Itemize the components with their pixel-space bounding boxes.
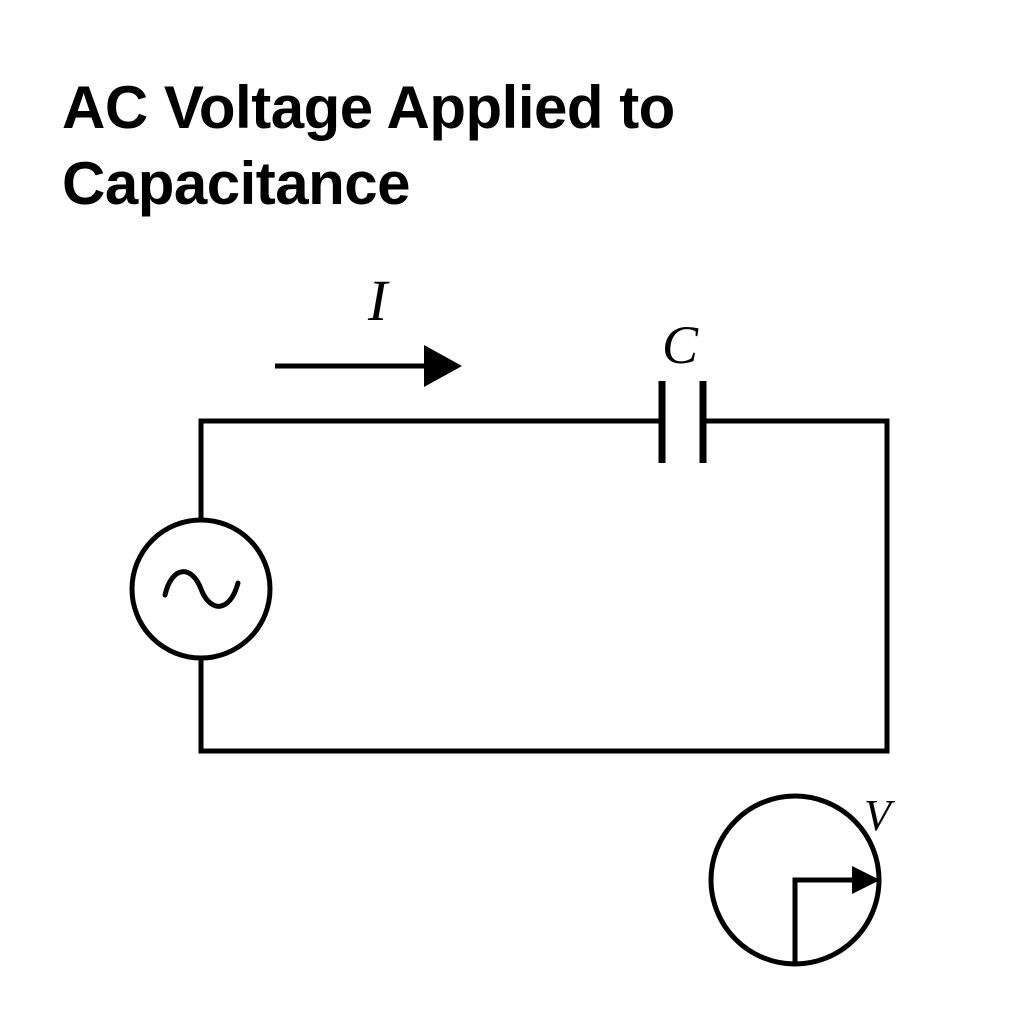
- wire-right-bottom: [198, 418, 890, 754]
- wire-top-left: [198, 418, 662, 520]
- title-line-2: Capacitance: [62, 150, 410, 217]
- capacitor-symbol: [658, 381, 707, 463]
- page-title: AC Voltage Applied to Capacitance: [62, 70, 675, 222]
- voltage-label: V: [864, 791, 896, 840]
- capacitor-label: C: [662, 315, 699, 375]
- circuit-wires: [198, 418, 890, 754]
- voltmeter-icon: [708, 793, 882, 967]
- ac-source-icon: [129, 517, 273, 661]
- current-arrow-icon: [275, 345, 462, 387]
- sine-wave-icon: [162, 569, 241, 609]
- title-line-1: AC Voltage Applied to: [62, 74, 675, 141]
- current-label: I: [367, 268, 390, 333]
